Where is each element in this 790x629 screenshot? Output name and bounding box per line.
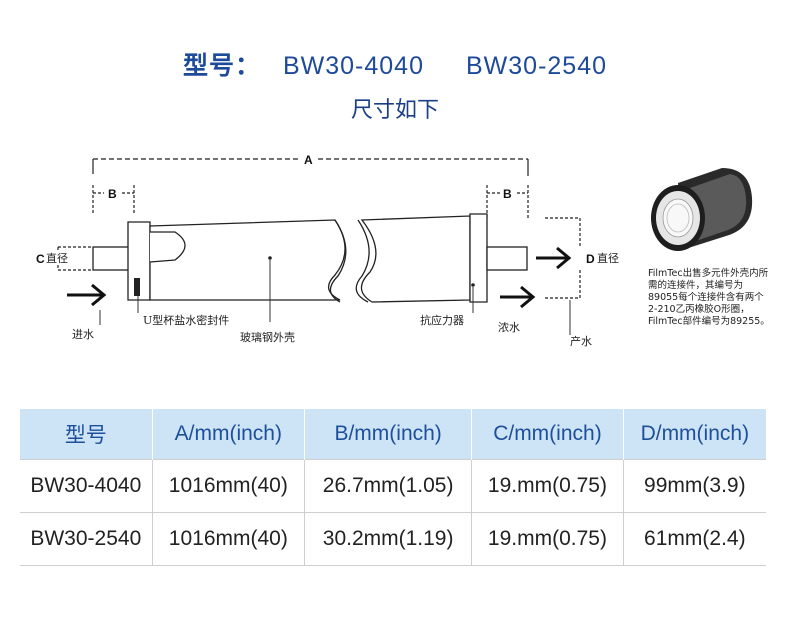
table-cell: 1016mm(40) (152, 459, 305, 513)
dim-d-text: 直径 (597, 251, 619, 265)
table-header: 型号 (20, 409, 153, 460)
table-row: BW30-4040 1016mm(40) 26.7mm(1.05) 19.mm(… (20, 459, 766, 513)
inlet-label: 进水 (72, 328, 94, 341)
table-cell: 19.mm(0.75) (471, 459, 624, 513)
dim-c-label: C (36, 252, 45, 266)
inlet-arrow (67, 283, 107, 307)
table-cell: 30.2mm(1.19) (304, 512, 473, 566)
connector-image (651, 168, 753, 251)
dim-a-label: A (304, 153, 313, 167)
dim-c-text: 直径 (46, 251, 68, 265)
membrane-diagram: A B B C 直径 D 直径 (36, 153, 753, 348)
model-label: 型号： (182, 51, 261, 80)
table-header: D/mm(inch) (623, 409, 766, 460)
subtitle: 尺寸如下 (350, 98, 439, 123)
table-header: A/mm(inch) (152, 409, 305, 460)
dimension-b-left (92, 185, 135, 215)
table-cell: 99mm(3.9) (623, 459, 766, 513)
dimension-d (545, 217, 581, 299)
concentrate-label: 浓水 (498, 321, 520, 334)
concentrate-arrow (500, 285, 536, 309)
table-cell: BW30-2540 (20, 512, 153, 566)
break-lines (329, 219, 370, 303)
table-cell: BW30-4040 (20, 459, 153, 513)
membrane-element (92, 213, 528, 303)
shell-dot (268, 256, 272, 260)
table-row: BW30-2540 1016mm(40) 30.2mm(1.19) 19.mm(… (20, 512, 766, 566)
shell-label: 玻璃钢外壳 (240, 330, 295, 344)
product-label: 产水 (570, 334, 592, 348)
dim-b-left-label: B (108, 187, 117, 201)
model-title: 型号： BW30-4040 BW30-2540 (0, 46, 790, 82)
atd-dot (471, 283, 475, 287)
atd-label: 抗应力器 (420, 313, 464, 327)
table-header-row: 型号 A/mm(inch) B/mm(inch) C/mm(inch) D/mm… (20, 409, 766, 460)
dimension-b-right (486, 185, 529, 218)
spec-table: 型号 A/mm(inch) B/mm(inch) C/mm(inch) D/mm… (20, 409, 766, 566)
table-header: B/mm(inch) (304, 409, 473, 460)
u-seal-label: U型杯盐水密封件 (143, 313, 229, 327)
table-cell: 26.7mm(1.05) (304, 459, 473, 513)
leader-lines (99, 260, 571, 335)
table-cell: 61mm(2.4) (623, 512, 766, 566)
dim-d-label: D (586, 252, 595, 266)
table-cell: 1016mm(40) (152, 512, 305, 566)
table-cell: 19.mm(0.75) (471, 512, 624, 566)
dim-b-right-label: B (503, 187, 512, 201)
connector-note: FilmTec出售多元件外壳内所需的连接件，其编号为89055每个连接件含有两个… (648, 268, 770, 327)
dimension-c (57, 246, 93, 271)
product-arrow (536, 246, 572, 270)
model-1: BW30-4040 (282, 52, 424, 80)
model-2: BW30-2540 (466, 52, 608, 80)
table-header: C/mm(inch) (471, 409, 624, 460)
u-seal-mark (134, 278, 140, 296)
dimension-a (92, 158, 529, 176)
